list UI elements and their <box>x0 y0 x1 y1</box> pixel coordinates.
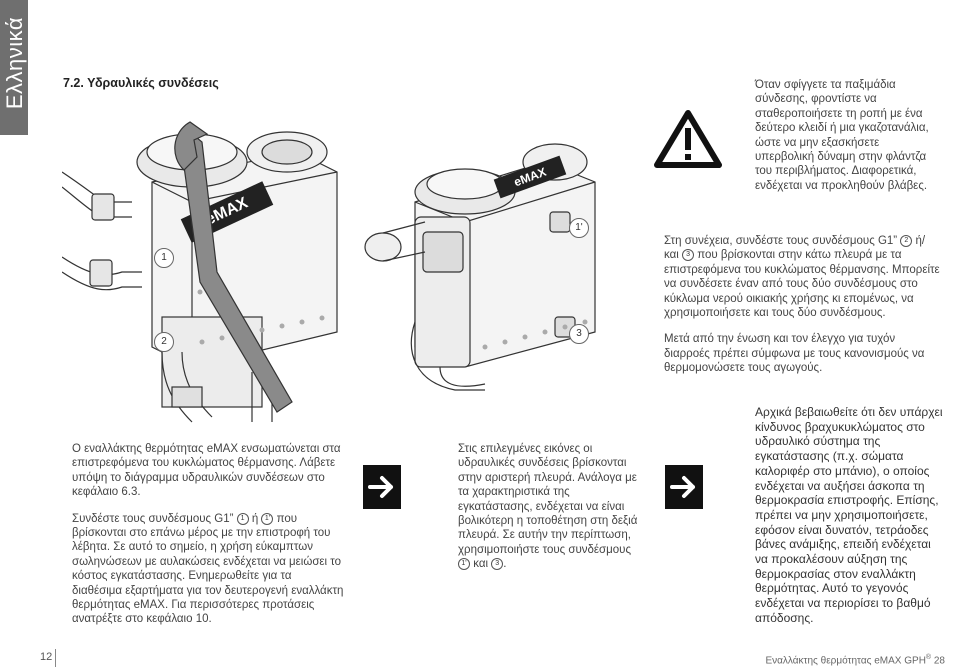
callout-1: 1 <box>154 248 174 268</box>
left-text-block: Ο εναλλάκτης θερμότητας eMAX ενσωματώνετ… <box>72 442 344 639</box>
footer-doc-title: Εναλλάκτης θερμότητας eMAX GPH® 28 <box>765 654 945 666</box>
ref-3-mid: 3 <box>491 558 504 571</box>
middle-paragraph: Στις επιλεγμένες εικόνες οι υδραυλικές σ… <box>458 442 638 572</box>
middle-and: και <box>473 558 489 571</box>
middle-text-block: Στις επιλεγμένες εικόνες οι υδραυλικές σ… <box>458 442 638 584</box>
callout-1-prime: 1' <box>569 218 589 238</box>
bottom-right-text-block: Αρχικά βεβαιωθείτε ότι δεν υπάρχει κίνδυ… <box>755 405 945 638</box>
section-title: 7.2. Υδραυλικές συνδέσεις <box>63 76 219 90</box>
ref-1-prime-mid: 1' <box>458 558 470 571</box>
right-p1-a: Στη συνέχεια, συνδέστε τους συνδέσμους G… <box>664 235 898 247</box>
ref-1: 1 <box>236 512 249 525</box>
footer-title-text: Εναλλάκτης θερμότητας eMAX GPH <box>765 655 926 667</box>
illustration-middle: eMAX <box>364 143 596 391</box>
callout-3: 3 <box>569 324 589 344</box>
footer-divider <box>55 649 56 667</box>
warning-paragraph: Όταν σφίγγετε τα παξιμάδια σύνδεσης, φρο… <box>755 79 929 192</box>
warning-icon <box>654 110 722 168</box>
language-label: Ελληνικά <box>2 16 27 110</box>
left-p2-b: που βρίσκονται στο επάνω μέρος με την επ… <box>72 512 344 626</box>
ref-2: 2 <box>900 234 913 247</box>
left-p2-a: Συνδέστε τους συνδέσμους G1” <box>72 512 234 525</box>
callout-2: 2 <box>154 332 174 352</box>
right-text-block: Στη συνέχεια, συνδέστε τους συνδέσμους G… <box>664 234 942 388</box>
left-paragraph-1: Ο εναλλάκτης θερμότητας eMAX ενσωματώνετ… <box>72 443 341 499</box>
illustration-left: eMAX <box>62 121 338 423</box>
middle-text-a: Στις επιλεγμένες εικόνες οι υδραυλικές σ… <box>458 443 638 556</box>
right-paragraph-2: Μετά από την ένωση και τον έλεγχο για τυ… <box>664 333 925 375</box>
arrow-right-middle <box>665 465 703 509</box>
arrow-right-left <box>363 465 401 509</box>
ref-3: 3 <box>682 249 695 262</box>
left-paragraph-2: Συνδέστε τους συνδέσμους G1” 1 ή 1' που … <box>72 512 344 627</box>
right-p1-b: ή/ και <box>664 235 926 262</box>
right-p1-c: που βρίσκονται στην κάτω πλευρά με τα επ… <box>664 249 940 320</box>
language-tab: Ελληνικά <box>0 0 28 135</box>
arrow-right-icon <box>670 476 695 498</box>
footer-code: 28 <box>933 655 945 667</box>
middle-end: . <box>503 558 507 571</box>
footer-reg: ® <box>925 654 932 661</box>
ref-1-prime: 1' <box>261 512 274 525</box>
page-number: 12 <box>40 651 53 663</box>
bottom-right-paragraph: Αρχικά βεβαιωθείτε ότι δεν υπάρχει κίνδυ… <box>755 405 943 625</box>
right-paragraph-1: Στη συνέχεια, συνδέστε τους συνδέσμους G… <box>664 234 942 320</box>
left-p2-or: ή <box>251 512 259 525</box>
arrow-right-icon <box>368 476 393 498</box>
warning-text: Όταν σφίγγετε τα παξιμάδια σύνδεσης, φρο… <box>755 78 935 205</box>
